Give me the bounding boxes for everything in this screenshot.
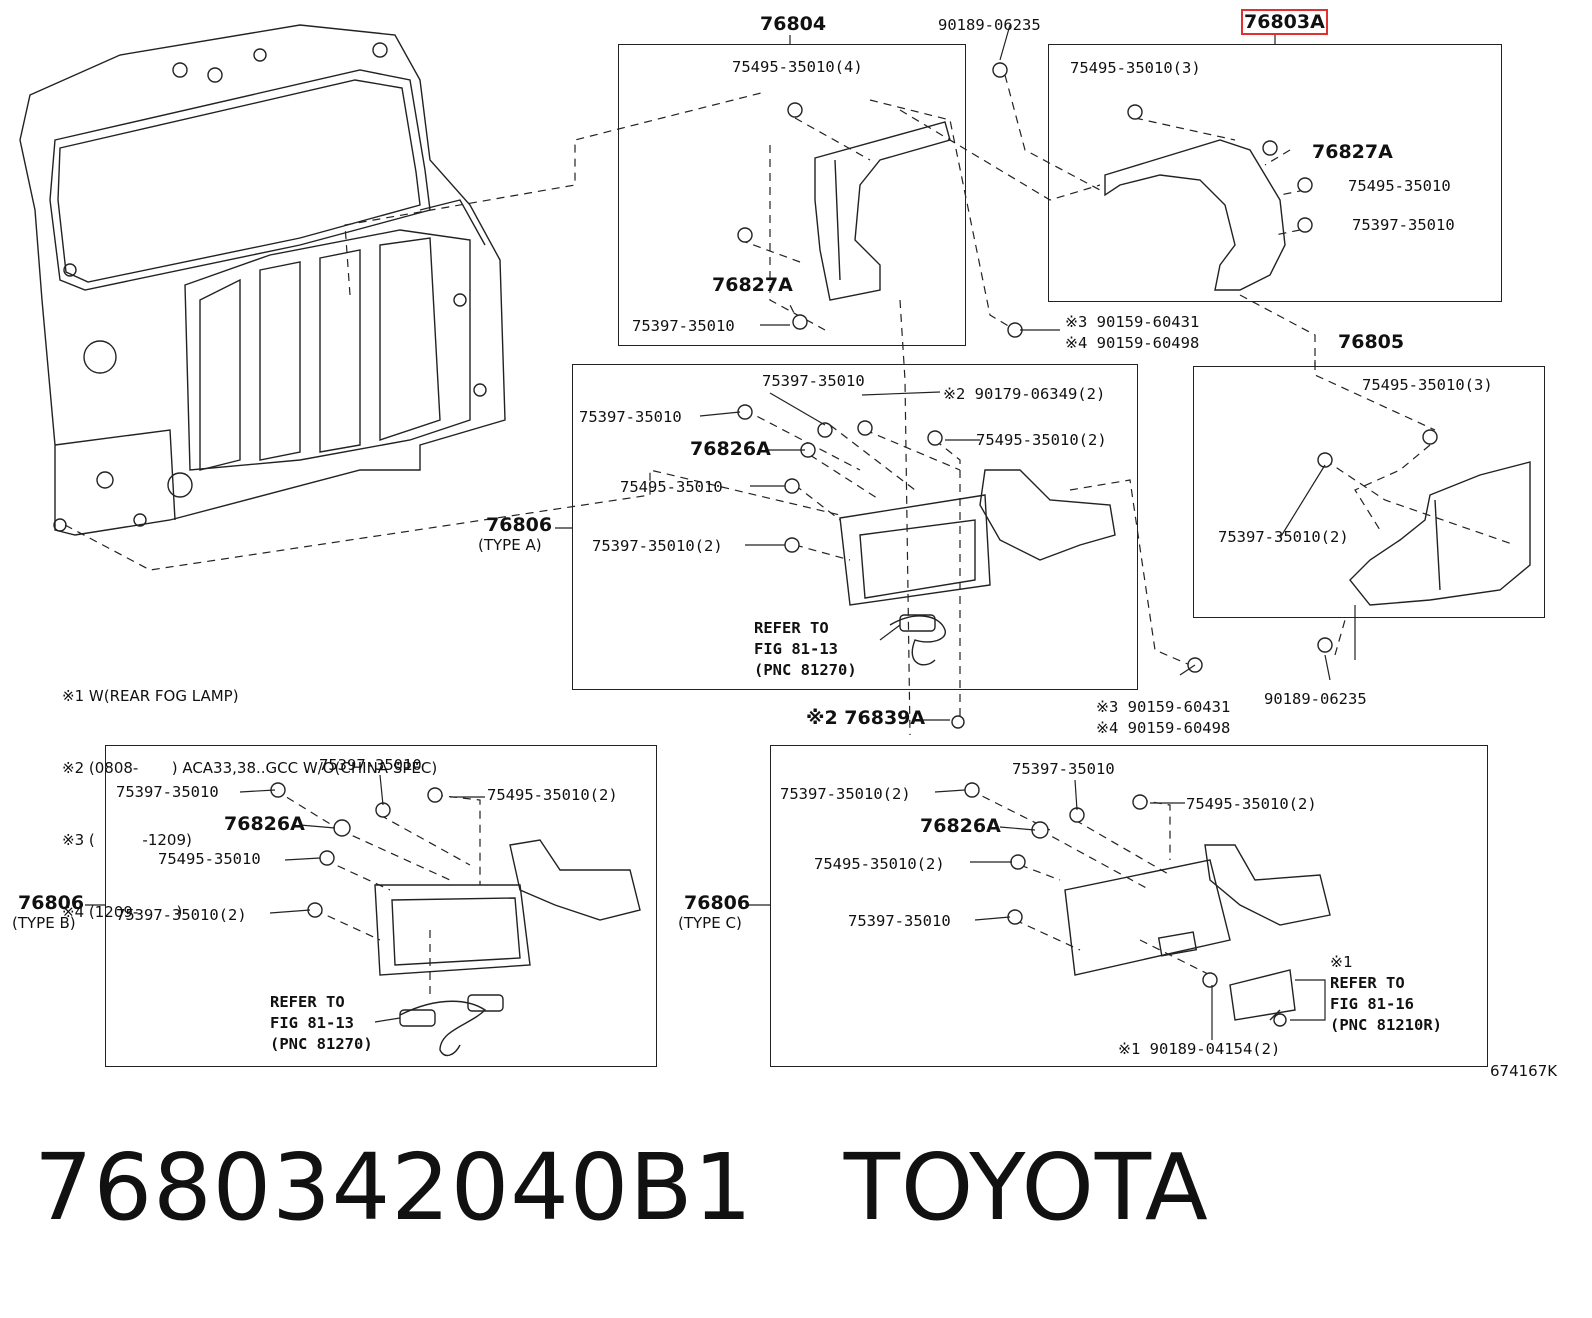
callout-75397-35010-a-box5: 75397-35010: [319, 756, 422, 774]
leader-lines-dashed: [64, 74, 1516, 1000]
note-4: ※4 (1209- ): [62, 903, 183, 921]
box-76806-type-c: [770, 745, 1488, 1067]
box-76805: [1193, 366, 1545, 618]
part-76806-type-a: [839, 469, 1116, 666]
callout-75495-35010-4: 75495-35010(4): [732, 58, 863, 76]
callout-76805: 76805: [1338, 331, 1405, 353]
callout-75397-35010-2-box5: 75397-35010(2): [116, 906, 247, 924]
note-3: ※3 ( -1209): [62, 831, 192, 849]
callout-x3-90159-60431-lower: ※3 90159-60431: [1096, 698, 1231, 716]
callout-75495-35010-2a-box6: 75495-35010(2): [1186, 795, 1317, 813]
box-76804: [618, 44, 966, 346]
callout-76803A-highlighted: 76803A: [1241, 9, 1328, 35]
box-76806-type-a: [572, 364, 1138, 690]
back-door-panel: [19, 24, 506, 536]
part-76804-bracket: [814, 121, 951, 301]
callout-x2-76839A: ※2 76839A: [806, 707, 926, 729]
callout-75397-35010-b-box5: 75397-35010: [116, 783, 219, 801]
callout-75397-35010-box1: 75397-35010: [632, 317, 735, 335]
callout-x1-marker: ※1: [1330, 953, 1353, 971]
callout-76806-type-c: 76806: [684, 892, 751, 914]
callout-76804: 76804: [760, 13, 827, 35]
callout-90189-06235-right: 90189-06235: [1264, 690, 1367, 708]
note-2: ※2 (0808- ) ACA33,38..GCC W/O(CHINA SPEC…: [62, 759, 438, 777]
refer-fig-81-13-type-a: REFER TO FIG 81-13 (PNC 81270): [754, 619, 857, 679]
figure-id: 674167K: [1490, 1062, 1558, 1080]
refer-fig-81-13-type-b: REFER TO FIG 81-13 (PNC 81270): [270, 993, 373, 1053]
label-type-c: (TYPE C): [678, 914, 742, 932]
callout-75397-35010-2-box6: 75397-35010(2): [780, 785, 911, 803]
callout-90189-06235-top: 90189-06235: [938, 16, 1041, 34]
callout-75397-35010-b-box3: 75397-35010: [579, 408, 682, 426]
callout-75495-35010-3-box4: 75495-35010(3): [1362, 376, 1493, 394]
callout-76827A-left: 76827A: [712, 274, 793, 296]
footnotes: ※1 W(REAR FOG LAMP) ※2 (0808- ) ACA33,38…: [62, 636, 437, 972]
part-76803A-bracket: [1104, 139, 1286, 291]
leader-lines-solid: [85, 24, 1356, 1040]
callout-75397-35010-2-box3: 75397-35010(2): [592, 537, 723, 555]
callout-x4-90159-60498-upper: ※4 90159-60498: [1065, 334, 1200, 352]
callout-75495-35010-box2: 75495-35010: [1348, 177, 1451, 195]
callout-x1-90189-04154: ※1 90189-04154(2): [1118, 1040, 1281, 1058]
callout-75495-35010-box5: 75495-35010: [158, 850, 261, 868]
callout-75397-35010-a-box6: 75397-35010: [1012, 760, 1115, 778]
note-1: ※1 W(REAR FOG LAMP): [62, 687, 239, 705]
part-76806-type-b: [374, 839, 641, 1057]
box-76803A: [1048, 44, 1502, 302]
callout-x4-90159-60498-lower: ※4 90159-60498: [1096, 719, 1231, 737]
callout-x2-90179-06349: ※2 90179-06349(2): [943, 385, 1106, 403]
callout-75495-35010-box3: 75495-35010: [620, 478, 723, 496]
part-number: 7680342040B1: [34, 1134, 753, 1241]
callout-76806-type-b: 76806: [18, 892, 85, 914]
brand-name: TOYOTA: [843, 1134, 1209, 1241]
part-76805-cover: [1349, 461, 1531, 606]
callout-75397-35010-box2: 75397-35010: [1352, 216, 1455, 234]
box-76806-type-b: [105, 745, 657, 1067]
callout-75397-35010-b-box6: 75397-35010: [848, 912, 951, 930]
refer-fig-81-16-type-c: REFER TO FIG 81-16 (PNC 81210R): [1330, 974, 1442, 1034]
label-type-a: (TYPE A): [478, 536, 542, 554]
callout-76827A-right: 76827A: [1312, 141, 1393, 163]
part-76806-type-c: [1064, 844, 1331, 1021]
callout-75397-35010-a-box3: 75397-35010: [762, 372, 865, 390]
callout-76826A-box5: 76826A: [224, 813, 305, 835]
callout-76806-type-a: 76806: [486, 514, 553, 536]
label-type-b: (TYPE B): [12, 914, 76, 932]
highlight-box: 76803A: [1241, 9, 1328, 35]
callout-75495-35010-2-box3: 75495-35010(2): [976, 431, 1107, 449]
callout-76826A-box3: 76826A: [690, 438, 771, 460]
callout-75397-35010-2-box4: 75397-35010(2): [1218, 528, 1349, 546]
callout-75495-35010-3: 75495-35010(3): [1070, 59, 1201, 77]
callout-x3-90159-60431-upper: ※3 90159-60431: [1065, 313, 1200, 331]
callout-75495-35010-2-box5: 75495-35010(2): [487, 786, 618, 804]
callout-76826A-box6: 76826A: [920, 815, 1001, 837]
footer-caption: 7680342040B1 TOYOTA: [34, 1138, 1209, 1238]
callout-75495-35010-2b-box6: 75495-35010(2): [814, 855, 945, 873]
